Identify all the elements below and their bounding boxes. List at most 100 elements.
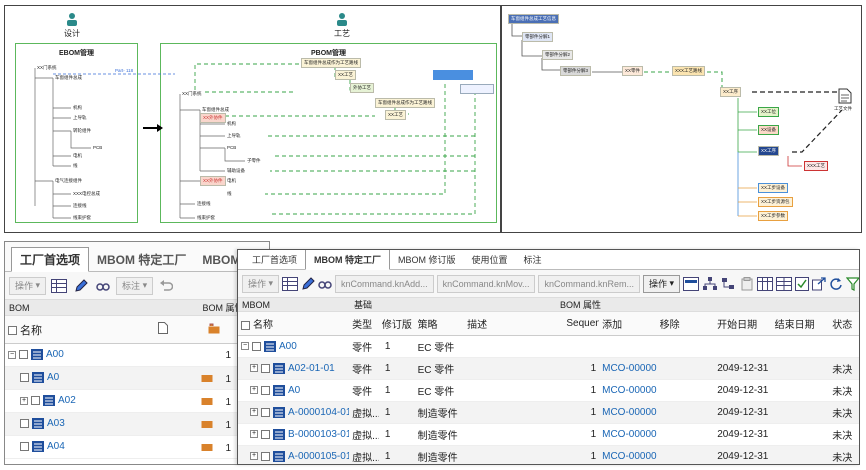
row-checkbox[interactable] <box>20 373 29 383</box>
expand-icon[interactable]: + <box>250 386 258 395</box>
select-all-checkbox[interactable] <box>241 320 250 330</box>
expand-icon[interactable]: + <box>250 408 258 417</box>
actions-menu-button[interactable]: 操作 ▾ <box>643 274 681 293</box>
collapse-icon[interactable]: − <box>241 342 249 351</box>
header-name[interactable]: 名称 <box>238 316 349 331</box>
row-add-link[interactable]: MCO-0000002 <box>602 429 657 440</box>
ebom-node: 转轮组件 <box>73 128 91 133</box>
row-name-link[interactable]: A03 <box>47 418 65 430</box>
edit-icon[interactable] <box>301 275 315 293</box>
row-checkbox[interactable] <box>261 363 270 373</box>
export-icon[interactable] <box>812 275 826 293</box>
row-checkbox[interactable] <box>31 396 40 406</box>
header-start-date[interactable]: 开始日期 <box>717 320 758 331</box>
row-add-link[interactable]: MCO-0000002 <box>602 451 657 462</box>
table-row[interactable]: +B-0000103-01虚拟...1制造零件1MCO-00000022049-… <box>238 424 859 446</box>
row-type: 虚拟... <box>352 431 379 442</box>
header-description[interactable]: 描述 <box>467 320 488 331</box>
table-row[interactable]: −A00 1 <box>5 344 269 367</box>
row-add-link[interactable]: MCO-0000002 <box>602 363 657 374</box>
row-checkbox[interactable] <box>252 341 261 351</box>
command-move-button[interactable]: knCommand.knMov... <box>436 274 536 293</box>
table-view-icon[interactable] <box>50 277 68 295</box>
header-type[interactable]: 类型 <box>352 320 373 331</box>
expand-icon[interactable]: + <box>250 430 258 439</box>
row-name-link[interactable]: A00 <box>279 341 297 353</box>
diagram-connectors <box>34 63 476 219</box>
header-add[interactable]: 添加 <box>602 320 623 331</box>
command-add-button[interactable]: knCommand.knAdd... <box>335 274 434 293</box>
header-policy[interactable]: 策略 <box>417 320 438 331</box>
find-icon[interactable] <box>94 277 112 295</box>
filter-icon[interactable] <box>846 275 859 293</box>
tab-mbom-factory[interactable]: MBOM 特定工厂 <box>97 253 187 267</box>
checklist-icon[interactable] <box>795 275 810 293</box>
row-name-link[interactable]: A00 <box>46 349 64 361</box>
find-icon[interactable] <box>318 275 332 293</box>
row-add-link[interactable]: MCO-0000002 <box>602 407 657 418</box>
header-sequence[interactable]: Sequence <box>566 318 599 329</box>
ebom-node: 线 <box>73 163 78 168</box>
label-button[interactable]: 标注 ▾ <box>116 276 154 295</box>
table-row[interactable]: A0 1 <box>5 367 269 390</box>
table-row[interactable]: +A-0000104-01虚拟...1制造零件1MCO-00000022049-… <box>238 402 859 424</box>
row-name-link[interactable]: A04 <box>47 441 65 453</box>
row-checkbox[interactable] <box>19 350 28 360</box>
expand-icon[interactable]: + <box>250 364 258 373</box>
header-status[interactable]: 状态 <box>832 320 853 331</box>
tab-annotation[interactable]: 标注 <box>523 255 542 265</box>
table-view-icon[interactable] <box>282 275 299 293</box>
table-row[interactable]: +A-0000105-01虚拟...1制造零件1MCO-00000022049-… <box>238 446 859 464</box>
structure-icon[interactable] <box>702 275 718 293</box>
expand-icon[interactable]: + <box>20 396 28 405</box>
row-sequence: 1 <box>590 363 597 374</box>
header-name[interactable]: 名称 <box>5 322 155 338</box>
row-checkbox[interactable] <box>261 429 270 439</box>
expand-icon[interactable]: + <box>250 452 258 461</box>
row-type: 虚拟... <box>352 409 379 420</box>
header-revision[interactable]: 修订版 <box>381 320 412 331</box>
command-remove-button[interactable]: knCommand.knRem... <box>538 274 640 293</box>
row-checkbox[interactable] <box>20 442 29 452</box>
row-name-link[interactable]: A-0000104-01 <box>288 407 350 419</box>
hierarchy-icon[interactable] <box>721 275 737 293</box>
edit-icon[interactable] <box>72 277 90 295</box>
add-column-icon[interactable] <box>757 275 774 293</box>
table-row[interactable]: +A02 1 <box>5 390 269 413</box>
row-name-link[interactable]: B-0000103-01 <box>288 429 350 441</box>
table-row[interactable]: A04 1 <box>5 436 269 459</box>
row-add-link[interactable]: MCO-0000002 <box>602 385 657 396</box>
row-checkbox[interactable] <box>20 419 29 429</box>
tab-factory-prefs[interactable]: 工厂首选项 <box>252 255 298 265</box>
row-checkbox[interactable] <box>261 451 270 461</box>
row-revision: 1 <box>384 429 391 440</box>
row-name-link[interactable]: A0 <box>47 372 60 384</box>
refresh-icon[interactable] <box>829 275 843 293</box>
actions-button[interactable]: 操作 ▾ <box>242 274 280 293</box>
insert-row-icon[interactable] <box>683 275 700 293</box>
table-row[interactable]: A03 1 <box>5 413 269 436</box>
row-name-link[interactable]: A-0000105-01 <box>288 451 350 463</box>
header-remove[interactable]: 移除 <box>659 320 680 331</box>
select-all-checkbox[interactable] <box>8 326 17 336</box>
row-name-link[interactable]: A0 <box>288 385 301 397</box>
undo-icon[interactable] <box>157 277 175 295</box>
paste-icon[interactable] <box>740 275 754 293</box>
tab-where-used[interactable]: 使用位置 <box>471 255 508 265</box>
tab-factory-prefs[interactable]: 工厂首选项 <box>11 247 90 272</box>
row-name-link[interactable]: A02-01-01 <box>288 363 335 375</box>
tab-mbom-revision[interactable]: MBOM 修订版 <box>398 255 456 265</box>
header-end-date[interactable]: 结束日期 <box>774 320 815 331</box>
table-header: 名称 类型 修订版 策略 描述 Sequence 添加 移除 开始日期 结束日期… <box>238 312 859 336</box>
group-bom: BOM <box>9 302 30 313</box>
actions-button[interactable]: 操作 ▾ <box>9 276 47 295</box>
row-checkbox[interactable] <box>261 407 270 417</box>
tab-mbom-factory[interactable]: MBOM 特定工厂 <box>305 250 391 270</box>
row-name-link[interactable]: A02 <box>58 395 76 407</box>
collapse-icon[interactable]: − <box>8 350 16 359</box>
grid-icon[interactable] <box>776 275 793 293</box>
row-checkbox[interactable] <box>261 385 270 395</box>
